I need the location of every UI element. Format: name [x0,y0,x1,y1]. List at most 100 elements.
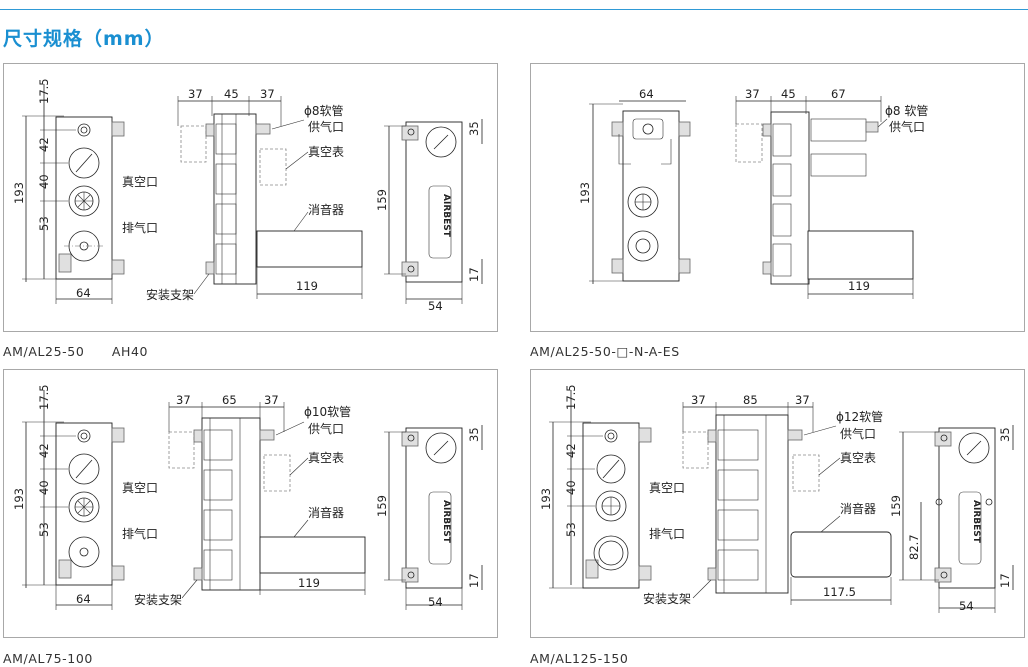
dim-width: 64 [76,286,91,300]
dim-a: 42 [37,443,51,458]
dim-s3: 37 [795,393,810,407]
front-housing [622,110,680,282]
dim-width: 64 [639,87,654,101]
dim-s1: 37 [745,87,760,101]
caption-2: AM/AL25-50-□-N-A-ES [530,344,680,359]
valve-block-icon [632,118,664,140]
label-silencer: 消音器 [840,501,876,516]
label-vacuum-port: 真空口 [649,481,685,495]
label-vacuum-port: 真空口 [122,175,158,189]
brand-plate [958,491,982,565]
label-tube: ϕ8软管 [304,103,344,118]
dim-c: 53 [37,216,51,231]
dim-top: 17.5 [564,384,578,410]
dim-top: 17.5 [37,384,51,410]
label-tube: ϕ12软管 [836,409,883,424]
silencer-body [807,230,914,280]
dim-d54: 54 [959,599,974,613]
side-housing [770,111,810,285]
brand-plate [428,185,452,259]
dim-c: 53 [37,522,51,537]
dim-c: 53 [564,522,578,537]
caption-1: AM/AL25-50 AH40 [3,344,149,359]
dim-a: 42 [564,443,578,458]
drawing-panel-2: 193 64 37 45 67 119 ϕ8 软管 供气口 [530,63,1025,332]
dim-r17: 17 [467,267,481,282]
dim-s3: 37 [260,87,275,101]
dim-s3: 67 [831,87,846,101]
dim-s1: 37 [188,87,203,101]
silencer-body [259,536,366,574]
dim-b: 40 [564,480,578,495]
vacuum-port-icon [68,491,100,523]
gauge-icon [68,147,100,179]
brand-plate [428,491,452,565]
label-tube: ϕ8 软管 [885,103,928,118]
silencer-body [256,230,363,268]
dim-total: 193 [578,182,592,204]
dim-mid: 82.7 [907,534,921,560]
exhaust-port-icon [68,536,100,568]
dim-s3: 37 [264,393,279,407]
bracket-ear-bottom [111,259,125,275]
technical-drawing-1: 17.5 42 40 53 193 64 真空口 排气口 37 45 37 11… [12,78,483,313]
label-bracket: 安装支架 [146,287,194,302]
dim-total: 193 [12,488,26,510]
label-exhaust-port: 排气口 [122,220,158,235]
fitting-port-icon [604,429,618,443]
dim-r35: 35 [467,121,481,136]
drawing-panel-3: 17.5 42 40 53 193 64 真空口 排气口 37 65 37 11… [3,369,498,638]
brand-text: AIRBEST [971,500,981,544]
dim-length: 119 [298,576,320,590]
bracket-foot-left [58,253,72,273]
valve-block-bottom [810,153,867,177]
dim-s2: 45 [224,87,239,101]
rear-gauge-icon [425,432,457,464]
label-silencer: 消音器 [308,202,344,217]
label-tube: ϕ10软管 [304,404,351,419]
exhaust-port-icon [627,230,659,262]
dim-d54: 54 [428,299,443,313]
label-bracket: 安装支架 [643,591,691,606]
gauge-icon [596,454,626,484]
label-air-inlet: 供气口 [840,426,876,441]
brand-text: AIRBEST [441,194,451,238]
rear-gauge-icon [958,432,990,464]
dim-total: 193 [12,182,26,204]
dim-length: 119 [296,279,318,293]
label-exhaust-port: 排气口 [122,526,158,541]
dim-s1: 37 [176,393,191,407]
technical-drawing-2: 193 64 37 45 67 119 ϕ8 软管 供气口 [578,87,928,299]
technical-drawing-3: 17.5 42 40 53 193 64 真空口 排气口 37 65 37 11… [12,384,483,610]
dim-r17: 17 [467,573,481,588]
label-exhaust-port: 排气口 [649,526,685,541]
dim-d54: 54 [428,595,443,609]
dim-width: 64 [76,592,91,606]
dim-top: 17.5 [37,78,51,104]
label-vacuum-port: 真空口 [122,481,158,495]
side-housing [201,417,261,591]
fitting-icon [255,123,271,135]
section-title: 尺寸规格（mm） [3,28,165,50]
side-housing [715,414,789,594]
bracket-ear-top [111,121,125,137]
exhaust-port-icon [593,535,629,571]
dim-height: 159 [889,495,903,517]
silencer-body [790,531,892,578]
brand-text: AIRBEST [441,500,451,544]
label-air-inlet: 供气口 [889,119,925,134]
dim-s1: 37 [691,393,706,407]
dim-length: 119 [848,279,870,293]
dim-total: 193 [539,488,553,510]
vacuum-port-icon [595,490,627,522]
caption-4: AM/AL125-150 [530,651,629,666]
dim-b: 40 [37,480,51,495]
label-air-inlet: 供气口 [308,119,344,134]
label-silencer: 消音器 [308,505,344,520]
side-housing [213,113,257,285]
dim-length: 117.5 [823,585,856,599]
technical-drawing-4: 17.5 42 40 53 193 真空口 排气口 37 85 37 117.5… [539,384,1014,613]
fitting-port-icon [77,429,91,443]
caption-3: AM/AL75-100 [3,651,93,666]
dim-height: 159 [375,189,389,211]
